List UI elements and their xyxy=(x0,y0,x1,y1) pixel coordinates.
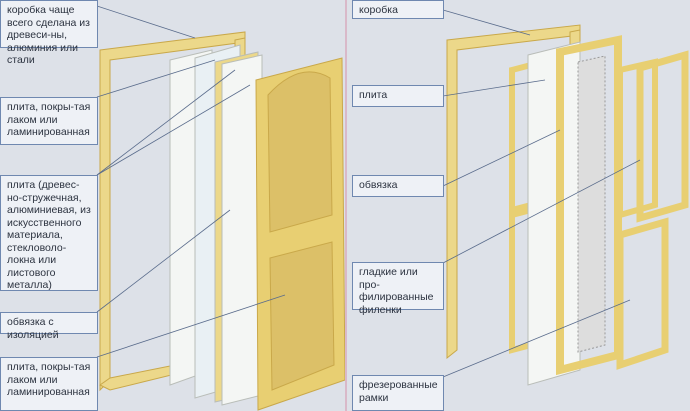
label-frame: коробка xyxy=(352,0,444,19)
label-plate-material: плита (древес-но-стружечная, алюминиевая… xyxy=(0,175,98,291)
label-frame-material: коробка чаще всего сделана из древеси-ны… xyxy=(0,0,98,66)
label-coated-plate: плита, покры-тая лаком или ламинированна… xyxy=(0,97,98,145)
right-components xyxy=(509,35,689,386)
label-insulated-frame: обвязка с изоляцией xyxy=(0,312,98,341)
left-white-sheets xyxy=(169,44,263,406)
label-plate: плита xyxy=(352,85,444,107)
label-milled-frames: фрезерованные рамки xyxy=(352,375,444,411)
leader-lines xyxy=(96,5,641,378)
label-rail: обвязка xyxy=(352,175,444,197)
label-coated-plate-2: плита, покры-тая лаком или ламинированна… xyxy=(0,357,98,411)
panel-divider xyxy=(345,0,347,411)
label-panels: гладкие или про-филированные филенки xyxy=(352,262,444,316)
left-door-leaf xyxy=(255,57,346,411)
